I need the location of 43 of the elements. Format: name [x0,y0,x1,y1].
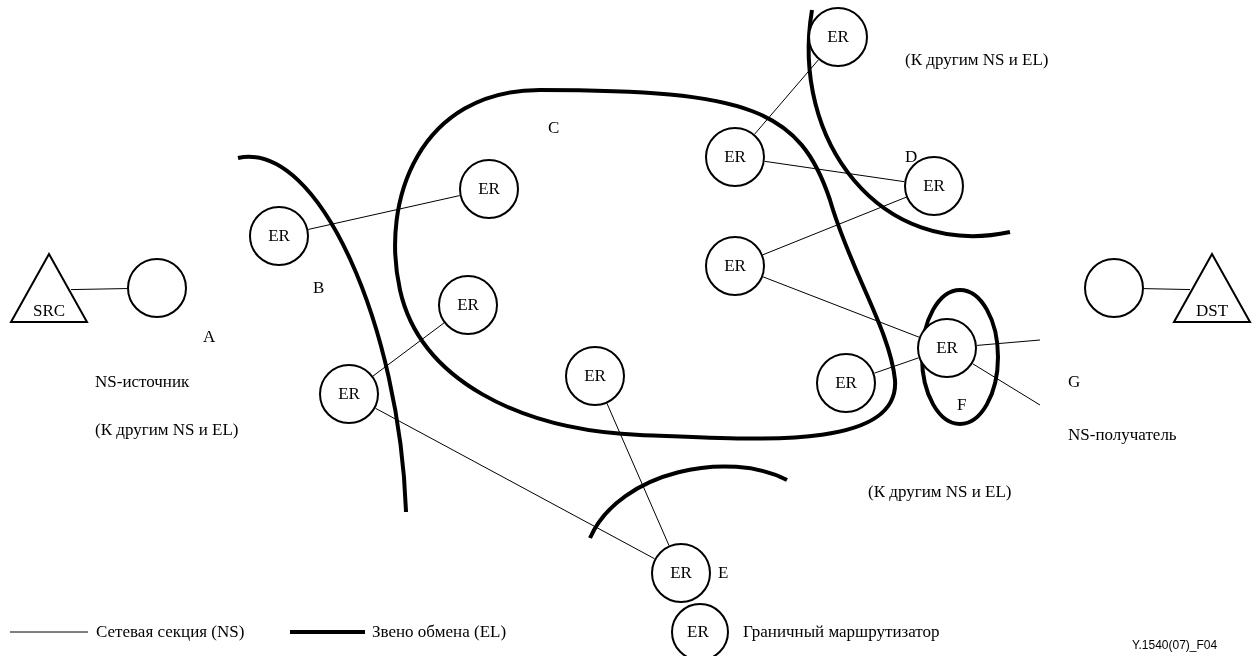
network-section-line [1143,288,1191,291]
section-label: NS-получатель [1068,425,1177,445]
edge-router-circle: ER [565,346,625,406]
edge-router-circle: ER [438,275,498,335]
network-section-line [976,339,1041,346]
region-letter: F [957,395,967,415]
region-letter: G [1068,372,1081,392]
legend-label: Звено обмена (EL) [372,622,507,642]
region-letter: E [718,563,729,583]
network-section-line [307,195,461,230]
note-text: (К другим NS и EL) [868,482,1012,502]
edge-router-circle: ER [459,159,519,219]
network-section-line [972,363,1041,406]
source-triangle: SRC [9,252,89,324]
empty-circle [1084,258,1144,318]
network-section-line [762,196,907,256]
network-section-line [374,407,656,560]
region-letter: C [548,118,560,138]
edge-router-circle: ER [816,353,876,413]
edge-router-circle: ER [651,543,711,603]
note-text: (К другим NS и EL) [95,420,239,440]
router-symbol-text: ER [687,622,709,642]
network-section-line [70,288,128,291]
network-section-line [372,322,445,377]
destination-triangle: DST [1172,252,1252,324]
edge-router-circle: ER [808,7,868,67]
network-section-line [762,276,920,338]
edge-router-circle: ER [705,236,765,296]
region-letter: B [313,278,325,298]
region-letter: A [203,327,216,347]
network-section-line [606,403,670,546]
empty-circle [127,258,187,318]
edge-router-circle: ER [249,206,309,266]
edge-router-circle: ER [917,318,977,378]
note-text: (К другим NS и EL) [905,50,1049,70]
edge-router-circle: ER [319,364,379,424]
legend-label: Сетевая секция (NS) [96,622,245,642]
section-label: NS-источник [95,372,190,392]
network-section-line [754,59,819,135]
legend-label: Граничный маршрутизатор [743,622,940,642]
edge-router-circle: ER [705,127,765,187]
figure-number: Y.1540(07)_F04 [1132,638,1218,652]
network-section-line [764,160,905,183]
